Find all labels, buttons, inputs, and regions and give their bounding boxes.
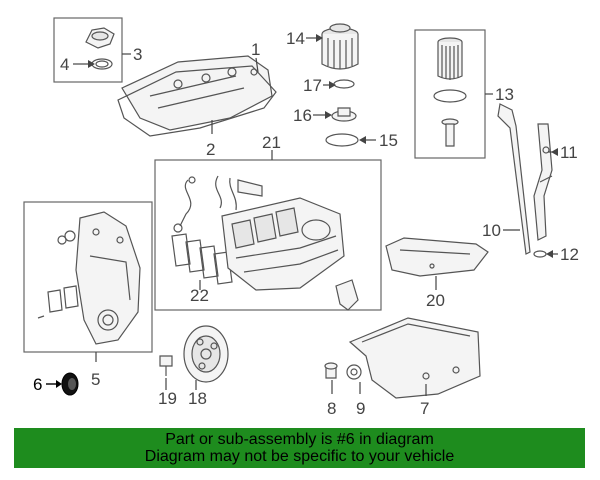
drain-bolt-13-drawing: [441, 118, 459, 147]
callout-10: 10: [482, 221, 501, 240]
callout-9: 9: [356, 399, 365, 418]
callout-21: 21: [262, 133, 281, 152]
oil-filter-cap-drawing: [321, 23, 359, 70]
banner-line-1: Part or sub-assembly is #6 in diagram: [165, 431, 434, 448]
callout-17: 17: [303, 76, 322, 95]
callout-2: 2: [206, 140, 215, 159]
banner-line-2: Diagram may not be specific to your vehi…: [144, 448, 455, 465]
crankshaft-seal-drawing: [61, 372, 79, 396]
timing-seals-drawing: [37, 230, 79, 319]
crank-pulley-drawing: [183, 325, 229, 383]
intake-gaskets-drawing: [171, 233, 233, 285]
callout-8: 8: [327, 399, 336, 418]
callout-18: 18: [188, 389, 207, 408]
callout-15: 15: [379, 131, 398, 150]
throttle-bracket-drawing: [335, 279, 359, 311]
callout-1: 1: [251, 40, 260, 59]
o-ring-13-drawing: [433, 89, 467, 103]
drain-plug-16-drawing: [331, 107, 357, 122]
callout-14: 14: [286, 29, 305, 48]
callout-22: 22: [190, 286, 209, 305]
gasket-9-drawing: [346, 364, 362, 380]
callout-7: 7: [420, 399, 429, 418]
box-timing-cover: [23, 201, 153, 353]
callout-3: 3: [133, 45, 142, 64]
box-intake-manifold: [154, 159, 382, 311]
drain-plug-8-drawing: [324, 362, 338, 379]
oil-filler-cap-drawing: [85, 27, 115, 49]
timing-cover-drawing: [75, 211, 141, 345]
info-banner: Part or sub-assembly is #6 in diagram Di…: [14, 428, 585, 468]
callout-11: 11: [560, 143, 578, 162]
callout-20: 20: [426, 291, 445, 310]
o-ring-12-drawing: [533, 250, 547, 258]
valve-cover-drawing: [121, 55, 273, 131]
callout-19: 19: [158, 389, 177, 408]
dipstick-guide-drawing: [533, 123, 553, 241]
vacuum-hoses-drawing: [173, 175, 263, 233]
callout-5: 5: [91, 370, 100, 389]
valve-cover-gasket-drawing: [117, 65, 277, 137]
parts-diagram: 3 4 1 2 14 17 16 15: [23, 17, 579, 418]
oil-filter-element-drawing: [437, 37, 463, 80]
callout-16: 16: [293, 106, 312, 125]
dipstick-drawing: [497, 103, 531, 255]
oil-pan-drawing: [348, 317, 481, 399]
callout-6: 6: [33, 375, 42, 394]
o-ring-17-drawing: [333, 79, 355, 89]
callout-12: 12: [560, 245, 579, 264]
box-oil-filler-cap: [53, 17, 123, 83]
callout-4: 4: [60, 55, 69, 74]
intake-manifold-drawing: [221, 197, 345, 291]
o-ring-15-drawing: [325, 133, 359, 147]
oil-baffle-drawing: [385, 237, 489, 277]
callout-13: 13: [495, 85, 514, 104]
pulley-bolt-drawing: [159, 355, 173, 376]
